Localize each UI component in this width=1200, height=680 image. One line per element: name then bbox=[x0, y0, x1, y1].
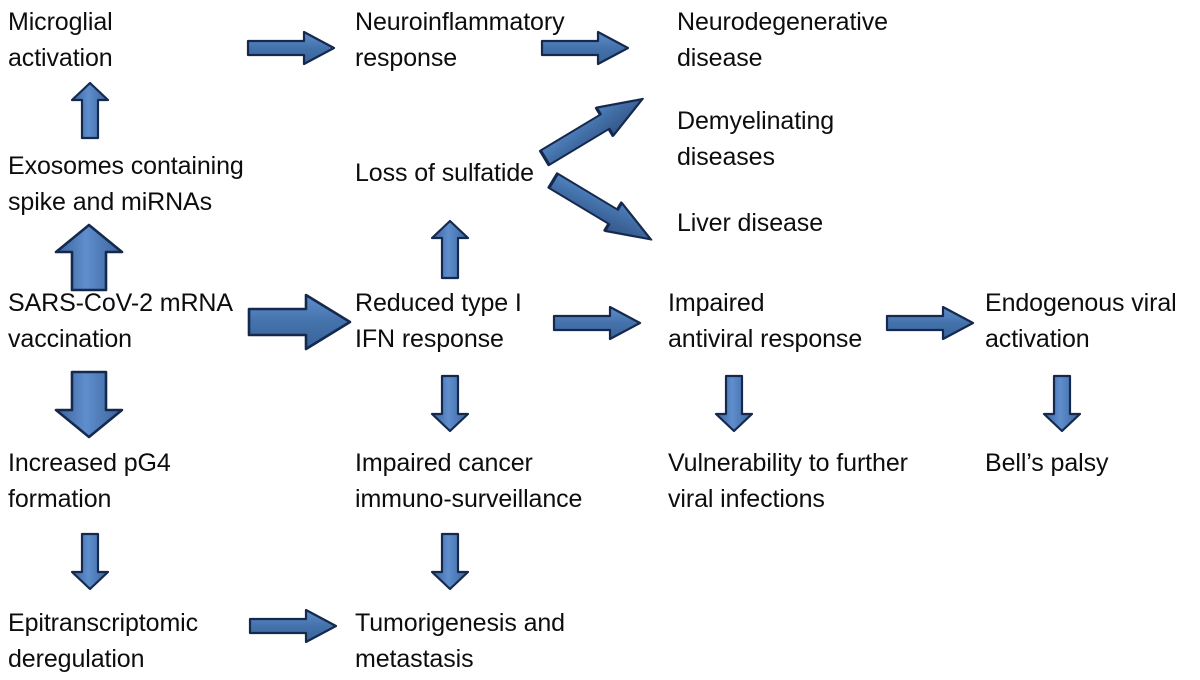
arrow-reduced-ifn-to-impaired-cancer bbox=[428, 372, 472, 434]
node-epitranscriptomic-deregulation: Epitranscriptomic deregulation bbox=[8, 609, 199, 673]
node-liver-disease: Liver disease bbox=[677, 209, 824, 237]
node-increased-pg4-formation: Increased pG4 formation bbox=[8, 449, 171, 513]
arrow-impaired-antiviral-to-endogenous-viral bbox=[885, 305, 977, 341]
node-neurodegenerative-disease: Neurodegenerative disease bbox=[677, 8, 888, 72]
node-exosomes-spike-mirnas: Exosomes containing spike and miRNAs bbox=[8, 152, 244, 216]
arrow-loss-sulfatide-to-liver-disease bbox=[547, 168, 675, 248]
node-endogenous-viral-activation: Endogenous viral activation bbox=[985, 289, 1177, 353]
arrow-neuroinflammatory-to-neurodegenerative bbox=[540, 30, 632, 66]
arrow-pg4-to-epitranscriptomic bbox=[68, 530, 112, 592]
arrow-loss-sulfatide-to-demyelinating bbox=[538, 97, 675, 182]
node-tumorigenesis-metastasis: Tumorigenesis and metastasis bbox=[355, 609, 565, 673]
arrow-reduced-ifn-to-impaired-antiviral bbox=[552, 305, 644, 341]
arrow-vaccination-to-pg4 bbox=[52, 368, 128, 440]
arrow-vaccination-to-exosomes bbox=[52, 222, 128, 294]
arrow-impaired-cancer-to-tumorigenesis bbox=[428, 530, 472, 592]
node-impaired-antiviral-response: Impaired antiviral response bbox=[668, 289, 863, 353]
node-demyelinating-diseases: Demyelinating diseases bbox=[677, 107, 835, 171]
node-vulnerability-viral-infections: Vulnerability to further viral infection… bbox=[668, 449, 908, 513]
node-loss-of-sulfatide: Loss of sulfatide bbox=[355, 159, 534, 187]
arrow-reduced-ifn-to-loss-sulfatide bbox=[428, 218, 472, 282]
arrow-vaccination-to-reduced-ifn bbox=[246, 292, 354, 352]
arrow-epitranscriptomic-to-tumorigenesis bbox=[248, 608, 340, 644]
arrow-exosomes-to-microglial bbox=[68, 80, 112, 142]
arrow-impaired-antiviral-to-vulnerability bbox=[712, 372, 756, 434]
node-sars-cov-2-mrna-vaccination: SARS-CoV-2 mRNA vaccination bbox=[8, 289, 233, 353]
arrow-endogenous-viral-to-bells-palsy bbox=[1040, 372, 1084, 434]
node-neuroinflammatory-response: Neuroinflammatory response bbox=[355, 8, 565, 72]
arrow-microglial-to-neuroinflammatory bbox=[246, 30, 338, 66]
node-microglial-activation: Microglial activation bbox=[8, 8, 113, 72]
node-bells-palsy: Bell’s palsy bbox=[985, 449, 1109, 477]
node-impaired-cancer-immunosurveillance: Impaired cancer immuno-surveillance bbox=[355, 449, 583, 513]
node-reduced-type-i-ifn-response: Reduced type I IFN response bbox=[355, 289, 522, 353]
